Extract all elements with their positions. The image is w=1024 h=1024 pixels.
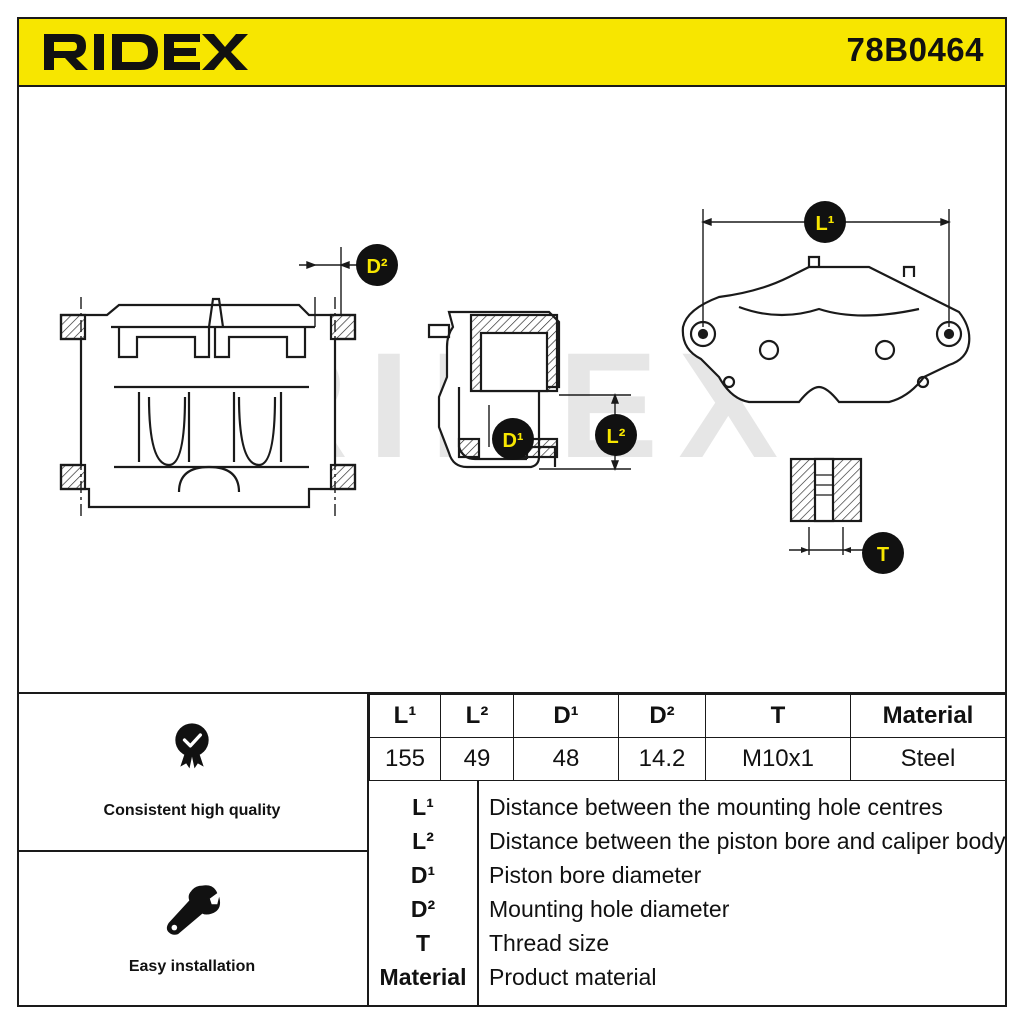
- legend-text: Thread size: [489, 930, 610, 956]
- svg-text:L²: L²: [607, 426, 626, 448]
- legend: L¹ Distance between the mounting hole ce…: [369, 780, 1006, 1006]
- legend-text: Piston bore diameter: [489, 862, 702, 888]
- spec-header-material: Material: [850, 694, 1006, 738]
- spec-header-d1: D¹: [513, 694, 619, 738]
- svg-text:D¹: D¹: [502, 430, 523, 452]
- legend-text: Distance between the piston bore and cal…: [489, 828, 1006, 854]
- spec-value-d2: 14.2: [618, 737, 706, 781]
- feature-column-divider: [367, 692, 369, 1007]
- legend-text: Mounting hole diameter: [489, 896, 730, 922]
- feature-installation-label: Easy installation: [128, 958, 256, 975]
- spec-value-l2: 49: [440, 737, 514, 781]
- feature-installation: Easy installation: [17, 852, 367, 1007]
- spec-header-l1: L¹: [369, 694, 441, 738]
- specs-value-row: 155 49 48 14.2 M10x1 Steel: [369, 737, 1006, 781]
- legend-symbol: D¹: [410, 862, 436, 888]
- d2-dimension: [299, 260, 359, 270]
- legend-row-d2: D² Mounting hole diameter: [369, 892, 1006, 926]
- svg-text:D²: D²: [366, 256, 387, 278]
- spec-header-l2: L²: [440, 694, 514, 738]
- spec-value-material: Steel: [850, 737, 1006, 781]
- legend-text: Distance between the mounting hole centr…: [489, 794, 943, 820]
- callout-l2: L²: [595, 414, 637, 456]
- legend-symbol: D²: [410, 896, 436, 922]
- caliper-front-view: [59, 247, 357, 517]
- caliper-technical-drawing: RIDEX: [59, 201, 971, 574]
- legend-symbol: L¹: [412, 794, 434, 820]
- svg-text:T: T: [877, 544, 889, 566]
- legend-row-l1: L¹ Distance between the mounting hole ce…: [369, 790, 1006, 824]
- callout-t: T: [862, 532, 904, 574]
- legend-symbol: Material: [379, 964, 467, 990]
- caliper-top-view: [681, 255, 971, 404]
- spec-value-t: M10x1: [705, 737, 851, 781]
- spec-value-l1: 155: [369, 737, 441, 781]
- part-number: 78B0464: [846, 31, 984, 68]
- legend-row-d1: D¹ Piston bore diameter: [369, 858, 1006, 892]
- callout-d2: D²: [356, 244, 398, 286]
- quality-badge-icon: [175, 723, 209, 769]
- wrench-icon: [166, 885, 221, 935]
- svg-text:L¹: L¹: [816, 213, 835, 235]
- feature-quality: Consistent high quality: [17, 694, 367, 850]
- section-divider: [17, 692, 1007, 694]
- page-frame: [17, 17, 1007, 1007]
- legend-text: Product material: [489, 964, 657, 990]
- ridex-logo: [44, 34, 248, 70]
- feature-divider: [17, 850, 367, 852]
- specs-header-row: L¹ L² D¹ D² T Material: [369, 694, 1006, 738]
- spec-header-d2: D²: [618, 694, 706, 738]
- legend-row-l2: L² Distance between the piston bore and …: [369, 824, 1006, 858]
- callout-d1: D¹: [492, 418, 534, 460]
- legend-symbol: T: [415, 930, 431, 956]
- legend-row-t: T Thread size: [369, 926, 1006, 960]
- spec-value-d1: 48: [513, 737, 619, 781]
- specs-table: L¹ L² D¹ D² T Material 155 49 48 14.2 M1…: [369, 694, 1006, 781]
- legend-symbol: L²: [412, 828, 434, 854]
- callout-l1: L¹: [804, 201, 846, 243]
- thread-detail: [789, 457, 865, 555]
- legend-divider: [477, 780, 479, 1006]
- spec-header-t: T: [705, 694, 851, 738]
- feature-quality-label: Consistent high quality: [103, 802, 281, 819]
- legend-row-material: Material Product material: [369, 960, 1006, 994]
